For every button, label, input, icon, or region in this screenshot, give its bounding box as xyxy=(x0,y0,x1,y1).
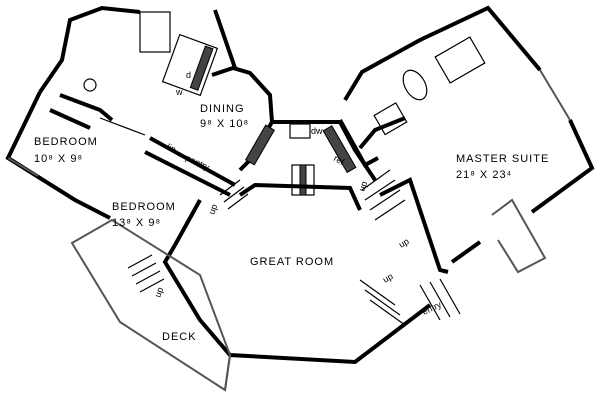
label-pantry: pantry xyxy=(184,153,211,173)
label-refrigerator: ref xyxy=(332,153,347,167)
room-name: DINING xyxy=(200,103,245,115)
room-dimensions: 21⁸ X 23⁴ xyxy=(456,169,512,181)
stairs xyxy=(219,169,461,326)
label-dryer: d xyxy=(186,70,191,80)
room-name: MASTER SUITE xyxy=(456,153,549,165)
label-up: up xyxy=(356,180,369,193)
room-bedroom-2: BEDROOM 13⁸ X 9⁸ xyxy=(112,201,176,229)
room-name: BEDROOM xyxy=(34,136,98,148)
laundry-area xyxy=(83,11,219,97)
room-great-room: GREAT ROOM xyxy=(250,256,334,268)
label-up: up xyxy=(397,236,411,250)
room-bedroom-1: BEDROOM 10⁸ X 9⁸ xyxy=(34,136,98,165)
label-dishwasher: dw xyxy=(311,126,323,136)
deck-outline xyxy=(70,218,232,392)
master-suite-walls xyxy=(338,5,595,274)
room-dimensions: 10⁸ X 9⁸ xyxy=(34,153,83,165)
room-dining: DINING 9⁸ X 10⁸ xyxy=(200,103,249,130)
room-deck: DECK xyxy=(162,331,197,343)
label-linen: lin xyxy=(165,142,177,155)
room-name: BEDROOM xyxy=(112,201,176,213)
label-entry: entry xyxy=(421,299,444,317)
label-washer: w xyxy=(175,87,183,97)
room-dimensions: 9⁸ X 10⁸ xyxy=(200,118,249,130)
room-dimensions: 13⁸ X 9⁸ xyxy=(112,217,161,229)
label-up: up xyxy=(152,286,165,299)
room-master-suite: MASTER SUITE 21⁸ X 23⁴ xyxy=(456,153,549,181)
label-up: up xyxy=(381,271,395,285)
label-up: up xyxy=(206,203,219,216)
bedroom-wing-walls xyxy=(5,5,237,246)
